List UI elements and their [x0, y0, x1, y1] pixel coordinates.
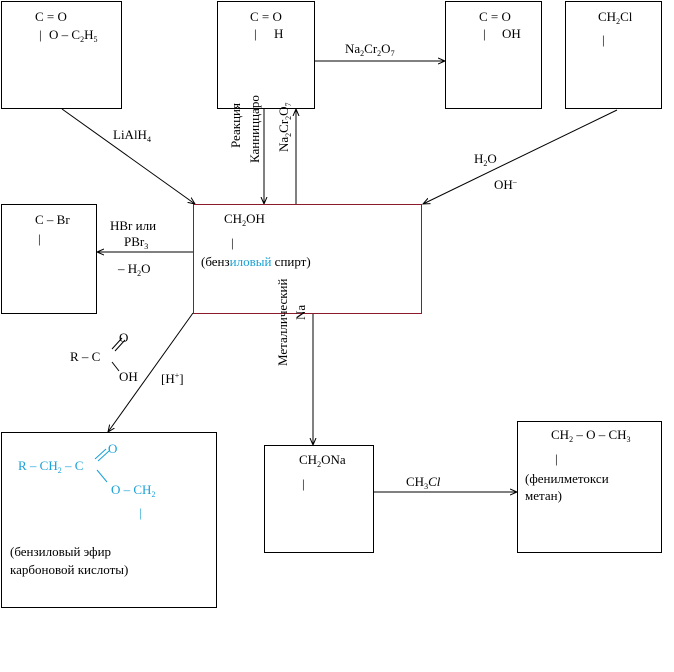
label-hbr: HBr или — [110, 218, 157, 233]
ester-alkoxy: O – C2H5 — [49, 27, 98, 45]
label-lialh4: LiAlH4 — [113, 127, 151, 145]
acid-bond: | — [483, 26, 486, 41]
arrow-alcohol-to-bester — [108, 312, 194, 432]
label-hydroxide: OH– — [494, 177, 517, 192]
chloride-box: CH2Cl | — [565, 1, 662, 109]
ether-name-line2: метан) — [525, 488, 562, 503]
alcohol-formula: CH2OH — [224, 211, 265, 229]
bester-name-line1: (бензиловый эфир — [10, 544, 112, 559]
label-acid-oh: OH — [119, 369, 138, 384]
bromide-formula: C – Br — [35, 212, 70, 227]
acid-oh: OH — [502, 26, 521, 41]
label-pbr3: PBr3 — [124, 234, 149, 252]
chloride-formula: CH2Cl — [598, 9, 633, 27]
bester-carbonyl-o: O — [108, 441, 118, 456]
benzyl-ester-box: O R – CH2 – C O – CH2 | (бензиловый эфир… — [1, 432, 217, 608]
bester-name-line2: карбоновой кислоты) — [10, 562, 129, 577]
aldehyde-carbonyl: C = O — [250, 9, 282, 24]
bromide-bond: | — [38, 231, 41, 246]
label-na2cr2o7-horizontal: Na2Cr2O7 — [345, 41, 395, 59]
alcohol-name: (бензиловый спирт) — [201, 254, 311, 269]
alkoxide-bond: | — [302, 476, 305, 491]
label-acid-o: O — [119, 330, 129, 345]
alcohol-bond: | — [231, 235, 234, 250]
ether-box: CH2 – O – CH3 | (фенилметокси метан) — [517, 421, 662, 553]
aldehyde-box: C = O | H — [217, 1, 315, 109]
label-catalyst: [H+] — [161, 371, 184, 386]
benzyl-alcohol-box: CH2OH | (бензиловый спирт) — [193, 204, 422, 314]
alkoxide-box: CH2ONa | — [264, 445, 374, 553]
aldehyde-h: H — [274, 26, 284, 41]
ester-box: C = O | O – C2H5 — [1, 1, 122, 109]
label-minus-water: – H2O — [118, 261, 151, 279]
label-acid-r: R – C — [70, 349, 101, 364]
ester-carbonyl: C = O — [35, 9, 67, 24]
ester-bond: | — [39, 27, 42, 42]
ether-formula: CH2 – O – CH3 — [551, 427, 631, 445]
alkoxide-formula: CH2ONa — [299, 452, 346, 470]
acid-box: C = O | OH — [445, 1, 542, 109]
label-water: H2O — [474, 151, 497, 169]
ether-bond: | — [555, 451, 558, 466]
ether-name-line1: (фенилметокси — [525, 471, 609, 486]
aldehyde-bond: | — [254, 26, 257, 41]
acid-carbonyl: C = O — [479, 9, 511, 24]
bromide-box: C – Br | — [1, 204, 97, 314]
bester-double-bond — [94, 448, 110, 483]
arrow-ester-to-alcohol — [61, 108, 195, 204]
bester-bond: | — [139, 505, 142, 520]
bester-acyl-formula: R – CH2 – C — [18, 458, 84, 476]
label-ch3cl: CH3Cl — [406, 474, 441, 492]
bester-oxy-group: O – CH2 — [111, 482, 156, 500]
arrow-chloride-to-alcohol — [423, 109, 618, 204]
chloride-bond: | — [602, 32, 605, 47]
